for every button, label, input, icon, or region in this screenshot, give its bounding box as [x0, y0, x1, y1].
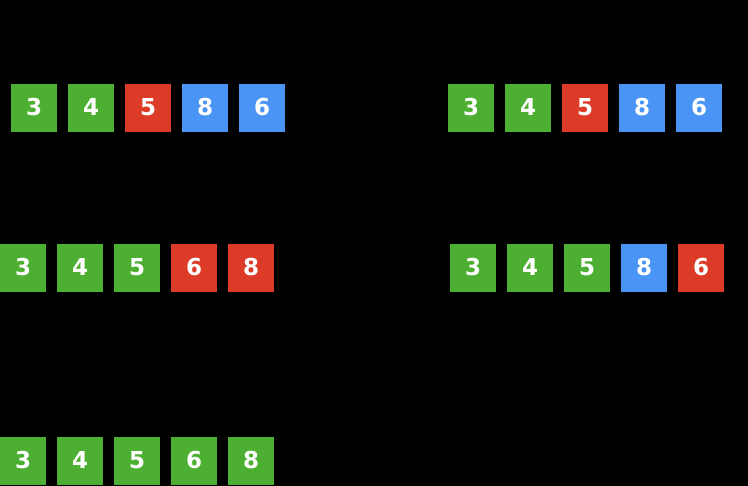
array-cell[interactable]: 8: [228, 437, 274, 485]
array-cell[interactable]: 8: [621, 244, 667, 292]
array-cell[interactable]: 5: [564, 244, 610, 292]
array-cell[interactable]: 3: [0, 437, 46, 485]
array-cell[interactable]: 4: [57, 437, 103, 485]
array-cell[interactable]: 5: [114, 244, 160, 292]
array-cell[interactable]: 8: [619, 84, 665, 132]
array-cell[interactable]: 6: [171, 437, 217, 485]
array-cell[interactable]: 6: [239, 84, 285, 132]
array-cell[interactable]: 3: [450, 244, 496, 292]
array-cell[interactable]: 5: [114, 437, 160, 485]
array-cell[interactable]: 8: [182, 84, 228, 132]
array-cell[interactable]: 4: [507, 244, 553, 292]
array-cell[interactable]: 3: [11, 84, 57, 132]
array-cell[interactable]: 6: [678, 244, 724, 292]
array-cell[interactable]: 6: [171, 244, 217, 292]
array-cell[interactable]: 6: [676, 84, 722, 132]
array-cell[interactable]: 4: [57, 244, 103, 292]
array-cell[interactable]: 3: [448, 84, 494, 132]
array-cell[interactable]: 5: [125, 84, 171, 132]
array-cell[interactable]: 8: [228, 244, 274, 292]
array-cell[interactable]: 4: [68, 84, 114, 132]
array-cell[interactable]: 4: [505, 84, 551, 132]
array-cell[interactable]: 3: [0, 244, 46, 292]
array-cell[interactable]: 5: [562, 84, 608, 132]
